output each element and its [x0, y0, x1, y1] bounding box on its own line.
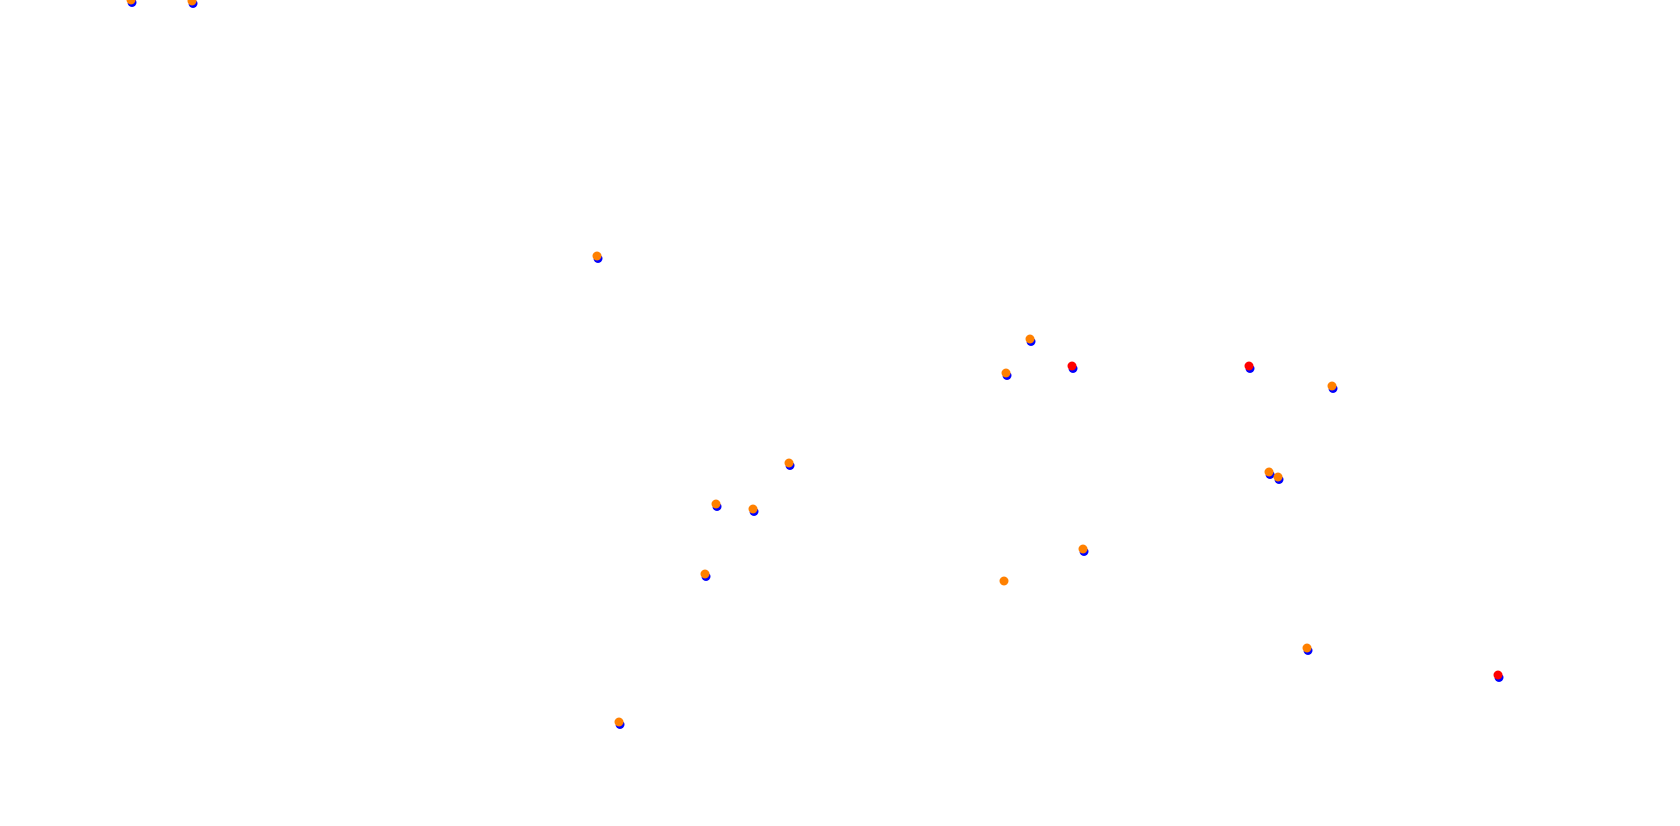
data-point: [1078, 544, 1089, 556]
red-point-marker: [1244, 361, 1254, 371]
red-point-marker: [1067, 361, 1077, 371]
data-point: [1001, 368, 1012, 380]
orange-point-marker: [711, 499, 721, 509]
orange-point-marker: [1025, 334, 1035, 344]
data-point: [700, 569, 711, 581]
data-point: [1273, 472, 1284, 484]
orange-point-marker: [1264, 467, 1274, 477]
data-point: [592, 251, 603, 263]
orange-point-marker: [126, 0, 136, 5]
orange-point-marker: [700, 569, 710, 579]
red-point-marker: [1493, 670, 1503, 680]
orange-point-marker: [748, 504, 758, 514]
orange-point-marker: [1078, 544, 1088, 554]
orange-point-marker: [187, 0, 197, 6]
data-point: [1264, 467, 1275, 479]
data-point: [1067, 361, 1078, 373]
data-point: [187, 0, 198, 8]
data-point: [999, 576, 1009, 586]
orange-point-marker: [784, 458, 794, 468]
data-point: [1327, 381, 1338, 393]
data-point: [1025, 334, 1036, 346]
data-point: [748, 504, 759, 516]
data-point: [1244, 361, 1255, 373]
data-point: [1302, 643, 1313, 655]
data-point: [784, 458, 795, 470]
orange-point-marker: [999, 576, 1009, 586]
data-point: [711, 499, 722, 511]
orange-point-marker: [1327, 381, 1337, 391]
orange-point-marker: [614, 717, 624, 727]
data-point: [1493, 670, 1504, 682]
orange-point-marker: [1001, 368, 1011, 378]
orange-point-marker: [592, 251, 602, 261]
orange-point-marker: [1273, 472, 1283, 482]
orange-point-marker: [1302, 643, 1312, 653]
data-point: [614, 717, 625, 729]
data-point: [126, 0, 137, 7]
